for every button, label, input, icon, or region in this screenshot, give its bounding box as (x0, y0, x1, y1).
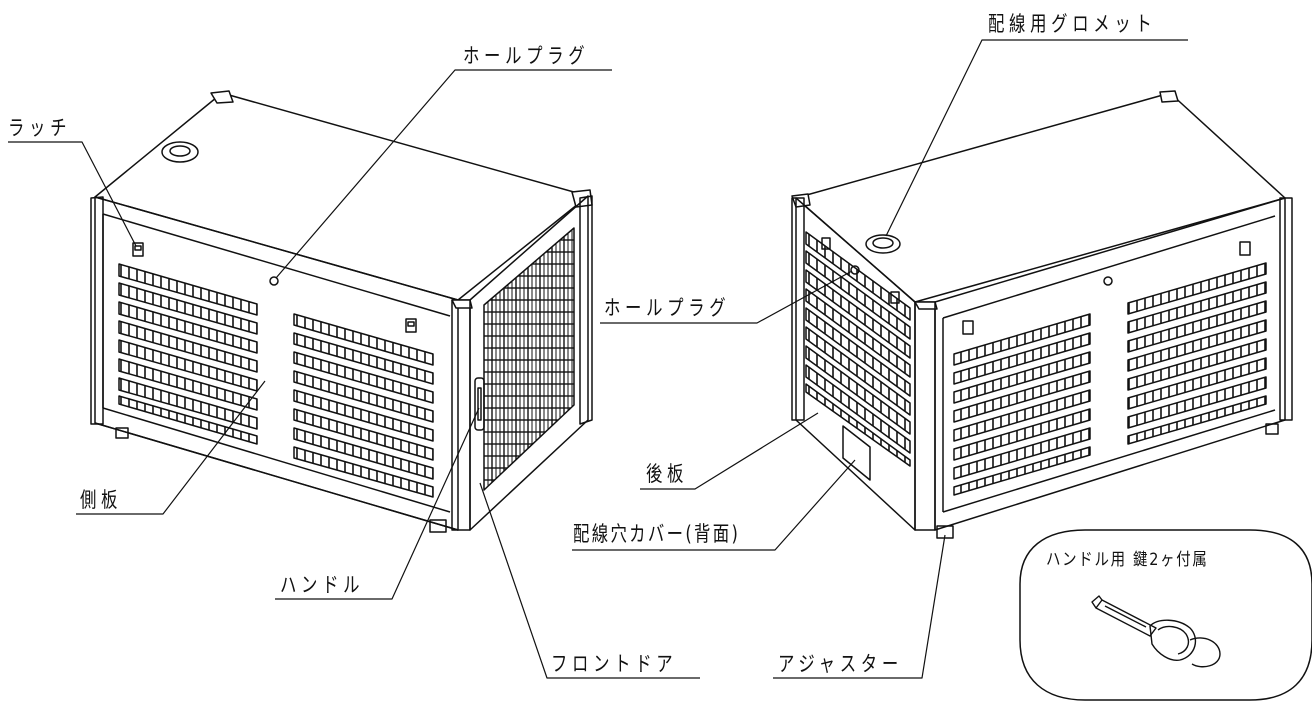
label-grommet: 配線用グロメット (988, 12, 1157, 36)
right-back-vents (805, 231, 911, 467)
key-icon (1091, 595, 1221, 668)
right-top-grommet (865, 234, 901, 254)
label-side-panel: 側板 (80, 488, 123, 512)
left-corner-post-front (451, 299, 471, 531)
left-top-grommet (161, 141, 199, 163)
label-back-panel: 後板 (646, 462, 689, 486)
label-handle: ハンドル (280, 573, 365, 597)
left-front-door (469, 195, 589, 531)
left-vents-a (118, 263, 258, 445)
label-hole-plug-left: ホールプラグ (463, 44, 590, 68)
leader-lines (8, 39, 1188, 679)
label-latch: ラッチ (8, 116, 72, 140)
key-callout-bubble (1019, 529, 1312, 701)
left-corner-post-rear (90, 196, 104, 425)
left-top-panel (94, 92, 589, 301)
right-wiring-cover (842, 425, 871, 481)
right-vents-a (953, 313, 1091, 496)
left-latch (132, 242, 144, 257)
left-vents-b (293, 313, 434, 498)
label-key-note: ハンドル用 鍵2ヶ付属 (1046, 550, 1209, 570)
left-cabinet (90, 90, 593, 533)
label-hole-plug-right: ホールプラグ (604, 296, 731, 320)
left-hole-plug (269, 276, 279, 286)
right-corner-post-front (914, 301, 936, 531)
label-front-door: フロントドア (551, 652, 678, 676)
right-cabinet (791, 90, 1293, 539)
label-wiring-cover: 配線穴カバー(背面) (573, 522, 741, 546)
left-handle (474, 377, 485, 431)
left-door-grid (483, 227, 575, 491)
label-adjuster: アジャスター (778, 652, 903, 676)
right-vents-b (1127, 262, 1267, 445)
